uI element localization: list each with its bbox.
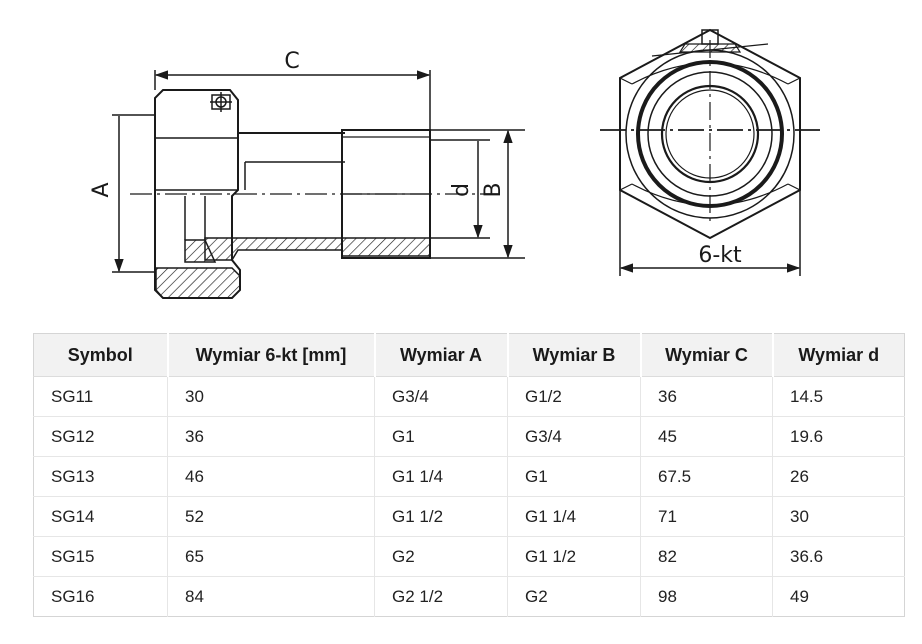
cell-dim-d: 14.5 <box>790 386 824 406</box>
cell-dim-a: G1 1/4 <box>374 456 508 497</box>
dimensions-table-container: Symbol Wymiar 6-kt [mm] Wymiar A Wymiar … <box>33 333 905 617</box>
cell-dim-d: 26 <box>772 456 905 497</box>
header-hex-size: Wymiar 6-kt [mm] <box>167 333 376 377</box>
tube-section-hatch <box>204 237 431 261</box>
cell-hex-size: 84 <box>167 576 375 617</box>
table-row: SG13 46 G1 1/4 G1 67.5 26 <box>33 456 905 497</box>
dim-label-a: A <box>89 182 114 197</box>
cell-dim-a: G2 1/2 <box>374 576 508 617</box>
cell-symbol: SG11 <box>33 376 168 417</box>
cell-dim-b: G1/2 <box>507 376 641 417</box>
table-row: SG15 65 G2 G1 1/2 82 36.6 <box>33 536 905 577</box>
cell-symbol: SG15 <box>33 536 168 577</box>
table-row: SG11 30 G3/4 G1/2 36 14.5 <box>33 376 905 417</box>
cell-dim-a: G1 1/2 <box>374 496 508 537</box>
cell-dim-c: 98 <box>640 576 773 617</box>
cell-symbol: SG16 <box>33 576 168 617</box>
header-dim-d: Wymiar d <box>772 333 905 377</box>
cell-dim-c: 82 <box>640 536 773 577</box>
dimension-a <box>112 114 155 273</box>
dim-label-hex: 6-kt <box>698 243 742 268</box>
dim-label-c: C <box>284 49 299 74</box>
cell-dim-b: G1 1/4 <box>507 496 641 537</box>
cell-hex-size: 36 <box>167 416 375 457</box>
cell-dim-d: 36.6 <box>772 536 905 577</box>
cell-dim-b: G3/4 <box>507 416 641 457</box>
header-dim-a: Wymiar A <box>374 333 509 377</box>
cell-dim-b: G1 1/2 <box>507 536 641 577</box>
dimensions-table: Symbol Wymiar 6-kt [mm] Wymiar A Wymiar … <box>33 333 905 617</box>
cell-hex-size: 65 <box>167 536 375 577</box>
cell-hex-size: 46 <box>167 456 375 497</box>
cell-dim-c: 45 <box>640 416 773 457</box>
nut-outline <box>154 89 241 299</box>
cell-hex-size: 30 <box>167 376 375 417</box>
cell-dim-c: 36 <box>640 376 773 417</box>
cell-dim-c: 67.5 <box>640 456 773 497</box>
header-symbol: Symbol <box>33 333 169 377</box>
cell-dim-b: G1 <box>507 456 641 497</box>
dim-label-d: d <box>449 183 474 197</box>
cell-symbol: SG13 <box>33 456 168 497</box>
cell-dim-a: G1 <box>374 416 508 457</box>
technical-drawing: C A d B <box>89 28 820 299</box>
dimension-c <box>154 70 431 130</box>
header-dim-c: Wymiar C <box>640 333 774 377</box>
cell-dim-a: G3/4 <box>374 376 508 417</box>
cell-symbol: SG14 <box>33 496 168 537</box>
table-row: SG16 84 G2 1/2 G2 98 49 <box>33 576 905 617</box>
cell-dim-b: G2 <box>507 576 641 617</box>
cell-dim-d: 30 <box>772 496 905 537</box>
table-header-row: Symbol Wymiar 6-kt [mm] Wymiar A Wymiar … <box>33 333 905 377</box>
dimension-d <box>430 139 490 239</box>
header-dim-b: Wymiar B <box>507 333 642 377</box>
dimension-b <box>430 129 525 259</box>
cell-dim-d: 49 <box>772 576 905 617</box>
bleed-symbol <box>210 92 232 112</box>
cell-dim-d: 19.6 <box>772 416 905 457</box>
cell-hex-size: 52 <box>167 496 375 537</box>
table-row: SG12 36 G1 G3/4 45 19.6 <box>33 416 905 457</box>
dimension-hex <box>619 190 801 276</box>
side-view <box>154 89 431 299</box>
cell-dim-c: 71 <box>640 496 773 537</box>
dim-label-b: B <box>481 182 506 197</box>
table-row: SG14 52 G1 1/2 G1 1/4 71 30 <box>33 496 905 537</box>
cell-dim-a: G2 <box>374 536 508 577</box>
nut-section-hatch <box>155 267 241 299</box>
cell-symbol: SG12 <box>33 416 168 457</box>
